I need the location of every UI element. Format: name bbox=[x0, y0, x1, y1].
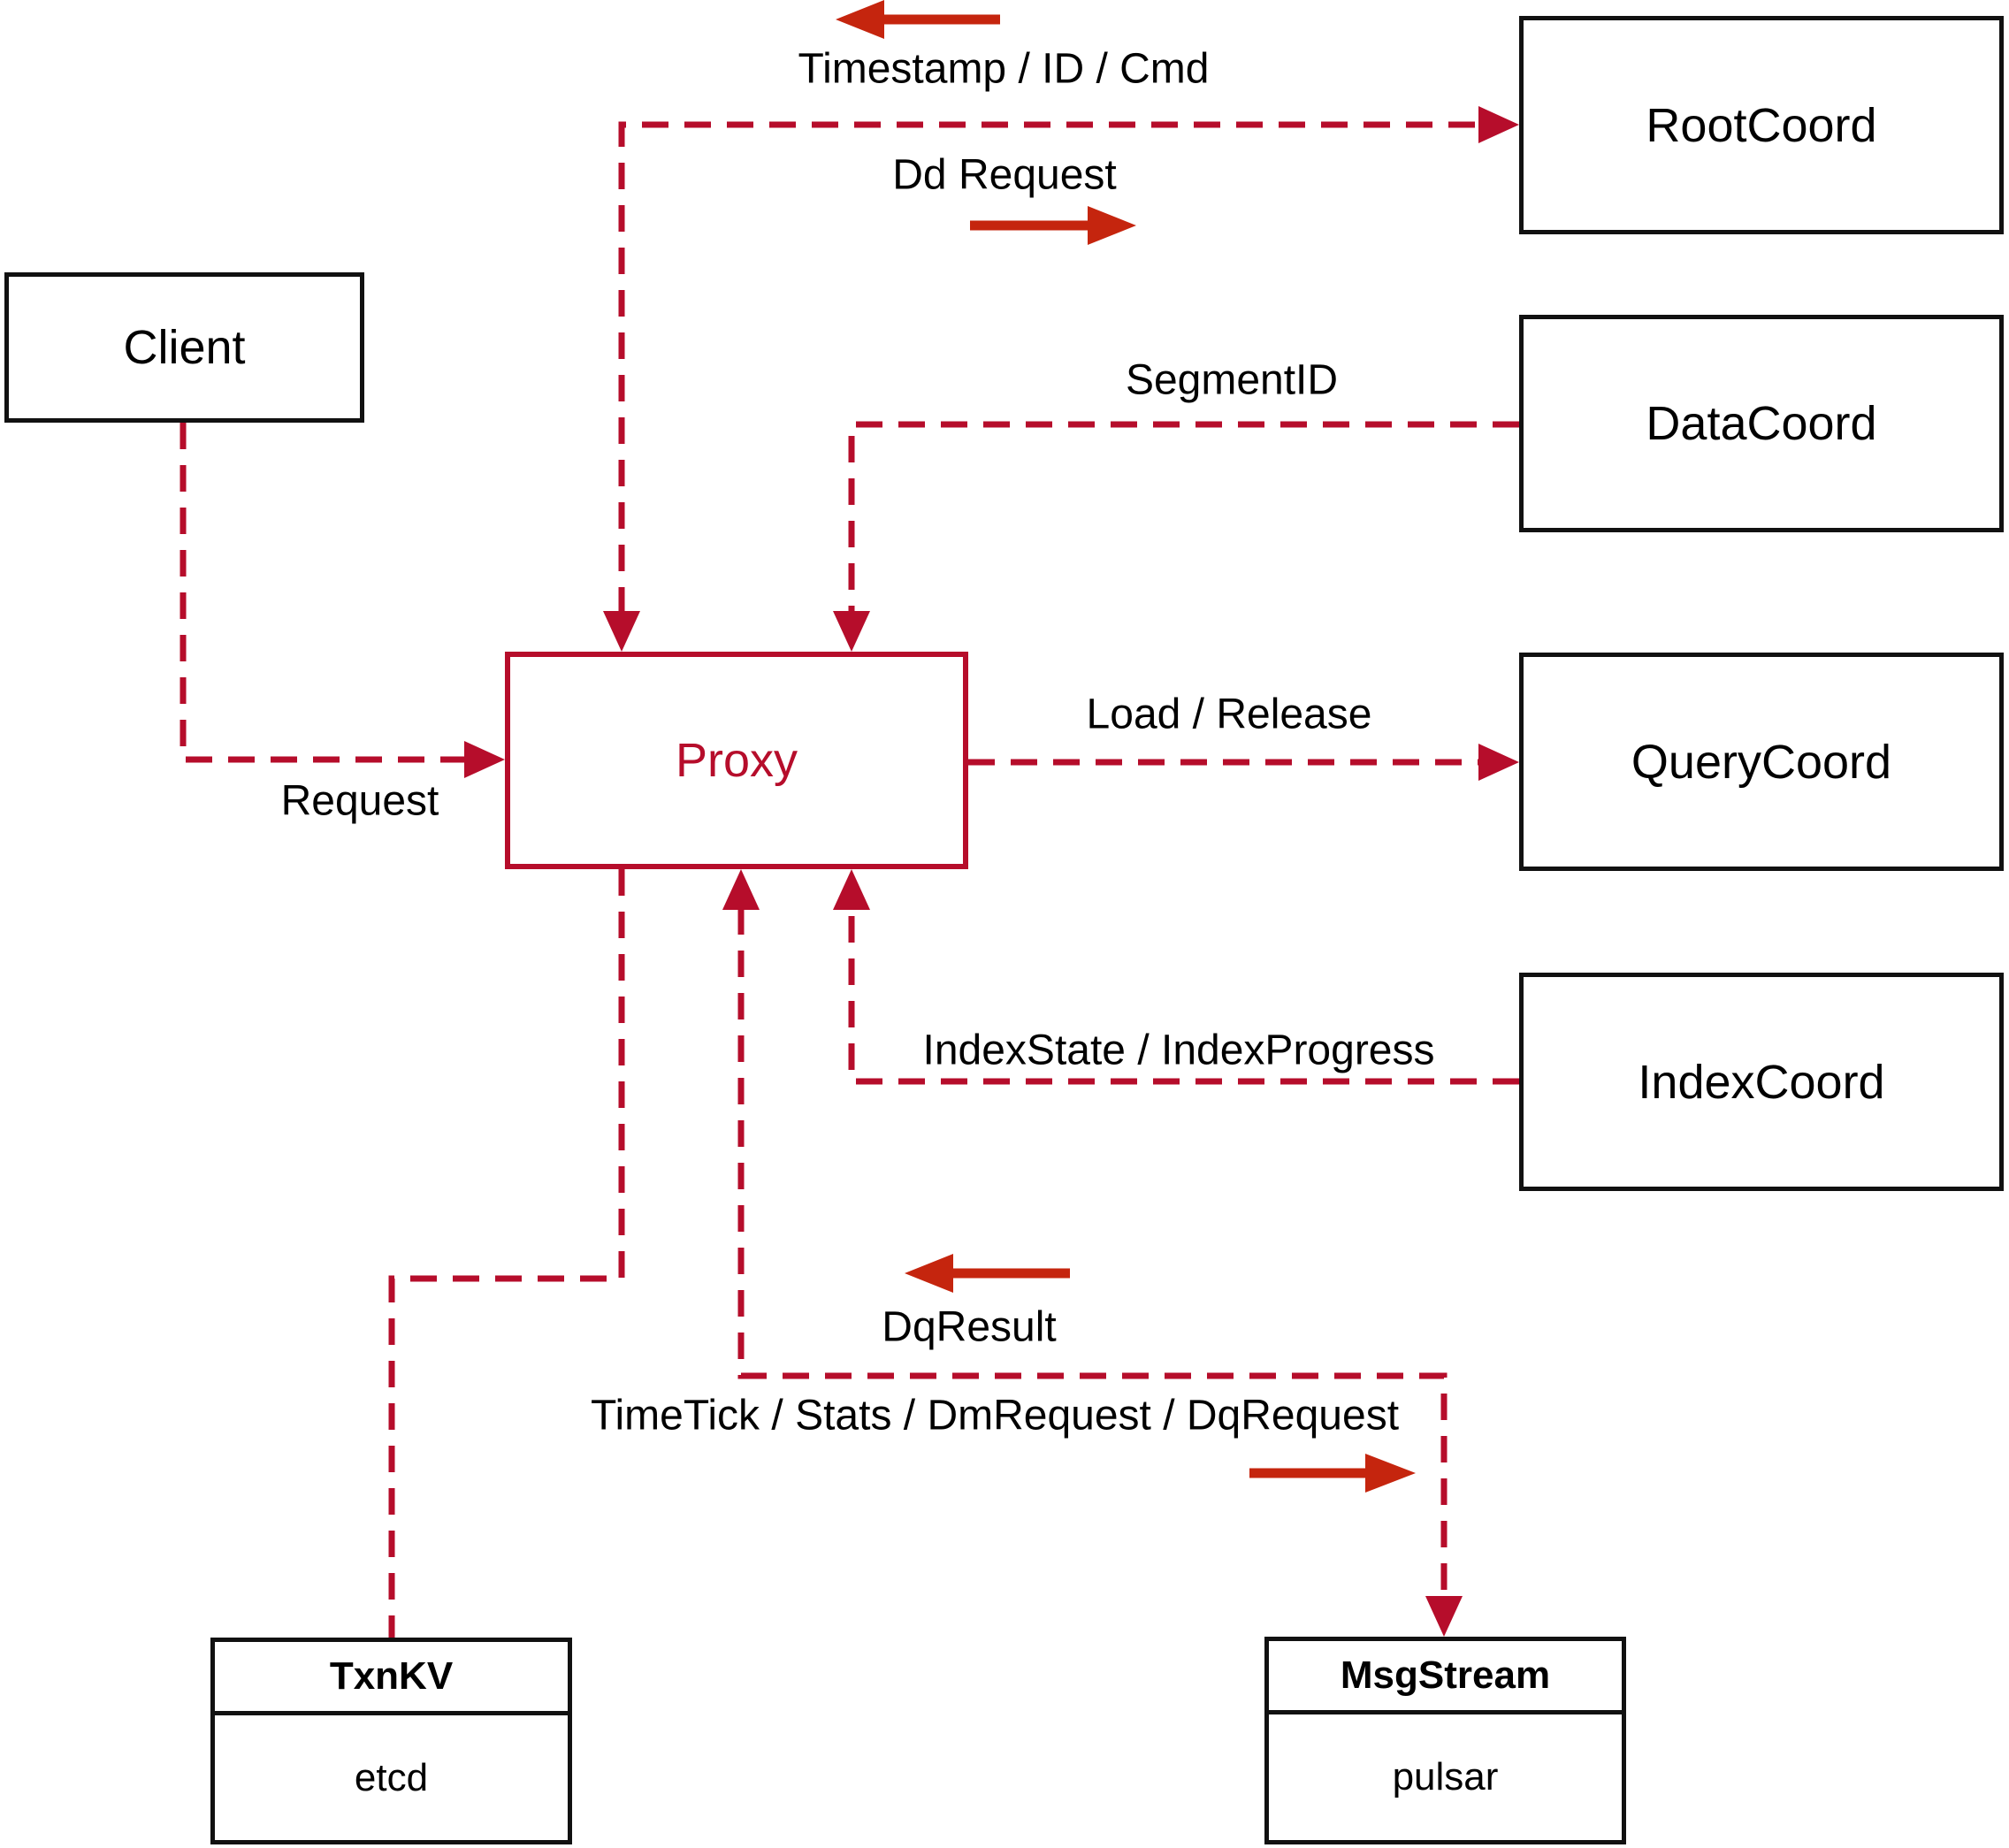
node-rootcoord: RootCoord bbox=[1519, 16, 2004, 234]
direction-arrow-left-timestamp bbox=[836, 0, 1000, 39]
edge-indexcoord-proxy bbox=[848, 908, 1519, 1085]
node-querycoord-label: QueryCoord bbox=[1631, 735, 1892, 789]
node-datacoord-label: DataCoord bbox=[1646, 397, 1877, 450]
edge-label-segmentid: SegmentID bbox=[1125, 356, 1339, 404]
edge-label-request: Request bbox=[280, 777, 439, 825]
node-rootcoord-label: RootCoord bbox=[1646, 98, 1877, 152]
direction-arrow-right-dd-request bbox=[970, 206, 1136, 245]
edge-label-timetick: TimeTick / Stats / DmRequest / DqRequest bbox=[590, 1392, 1400, 1439]
node-client-label: Client bbox=[123, 321, 246, 374]
direction-arrow-right-timetick bbox=[1249, 1454, 1416, 1493]
node-datacoord: DataCoord bbox=[1519, 315, 2004, 532]
arrowhead-into-proxy-bottom-right bbox=[833, 869, 870, 910]
node-querycoord: QueryCoord bbox=[1519, 653, 2004, 871]
edge-proxy-msgstream bbox=[737, 908, 1448, 1598]
node-txnkv: TxnKV etcd bbox=[210, 1638, 572, 1844]
arrowhead-into-proxy-top-right bbox=[833, 611, 870, 652]
node-proxy: Proxy bbox=[505, 652, 968, 869]
node-proxy-label: Proxy bbox=[675, 734, 798, 787]
edge-label-timestamp: Timestamp / ID / Cmd bbox=[798, 45, 1210, 93]
node-msgstream-impl: pulsar bbox=[1392, 1755, 1499, 1798]
arrowhead-into-querycoord bbox=[1478, 744, 1519, 781]
edge-label-dd-request: Dd Request bbox=[892, 151, 1117, 199]
edge-label-indexstate: IndexState / IndexProgress bbox=[922, 1027, 1435, 1074]
node-msgstream-title: MsgStream bbox=[1269, 1641, 1622, 1714]
edge-proxy-rootcoord bbox=[618, 121, 1480, 614]
arrowhead-into-msgstream bbox=[1425, 1596, 1463, 1637]
edge-client-proxy bbox=[180, 423, 466, 763]
arrowhead-into-proxy-top-left bbox=[603, 611, 640, 652]
arrowhead-into-rootcoord bbox=[1478, 106, 1519, 143]
node-msgstream: MsgStream pulsar bbox=[1264, 1637, 1626, 1844]
arrowhead-into-proxy-left bbox=[464, 741, 505, 778]
arrowhead-into-proxy-bottom-mid bbox=[722, 869, 760, 910]
edge-label-load-release: Load / Release bbox=[1086, 691, 1372, 738]
node-client: Client bbox=[4, 272, 364, 423]
edge-label-dqresult: DqResult bbox=[882, 1303, 1057, 1351]
node-indexcoord: IndexCoord bbox=[1519, 973, 2004, 1191]
node-indexcoord-label: IndexCoord bbox=[1638, 1055, 1885, 1109]
edge-proxy-txnkv bbox=[388, 869, 625, 1638]
direction-arrow-left-dqresult bbox=[905, 1254, 1070, 1293]
edge-datacoord-proxy bbox=[848, 421, 1519, 614]
node-txnkv-title: TxnKV bbox=[215, 1642, 568, 1715]
node-txnkv-impl: etcd bbox=[354, 1755, 429, 1799]
